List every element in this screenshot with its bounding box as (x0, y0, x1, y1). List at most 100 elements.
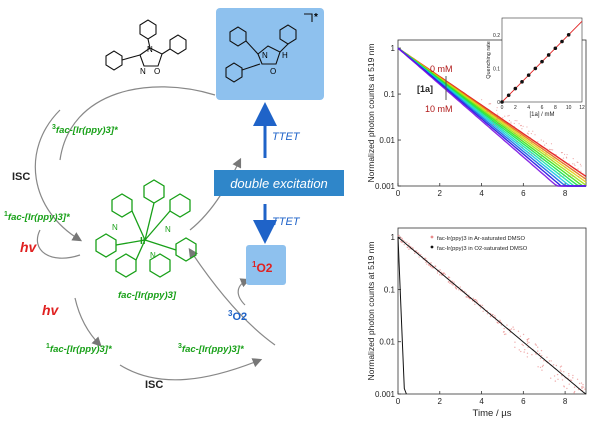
ar-noise-point (408, 243, 409, 244)
ar-noise-point (451, 284, 452, 285)
noise-point (497, 113, 498, 114)
ir-atom-label: Ir (140, 236, 147, 247)
ar-noise-point (453, 281, 454, 282)
inset-x-tick-label: 4 (527, 105, 530, 111)
x-tick-label: 0 (396, 189, 401, 198)
noise-point (498, 117, 499, 118)
ar-noise-point (579, 383, 580, 384)
x-tick-label: 0 (396, 397, 401, 406)
singlet-bottom-label: 1fac-[Ir(ppy)3]* (46, 343, 113, 355)
noise-point (488, 126, 489, 127)
y-tick-label: 0.1 (384, 90, 396, 99)
ar-noise-point (535, 353, 536, 354)
isc-left-label: ISC (12, 171, 30, 183)
ar-noise-point (562, 379, 563, 380)
ar-noise-point (546, 357, 547, 358)
ar-noise-point (520, 336, 521, 337)
ar-noise-point (523, 334, 524, 335)
legend-marker (431, 236, 434, 239)
ar-noise-point (541, 355, 542, 356)
ar-noise-point (448, 281, 449, 282)
noise-point (507, 115, 508, 116)
inset-point (507, 93, 511, 97)
noise-point (545, 154, 546, 155)
y-tick-label: 1 (391, 233, 396, 242)
ar-noise-point (557, 374, 558, 375)
ar-noise-point (514, 342, 515, 343)
inset-point (567, 33, 571, 37)
cycle-arc-singlet (37, 230, 80, 258)
ar-noise-point (581, 386, 582, 387)
ar-noise-point (527, 339, 528, 340)
inset-point (560, 40, 564, 44)
noise-point (534, 155, 535, 156)
noise-point (515, 120, 516, 121)
noise-point (550, 149, 551, 150)
inset-y-tick-label: 0.1 (493, 66, 500, 72)
oxadiazole-o-label: O (154, 67, 160, 76)
ar-noise-point (523, 351, 524, 352)
ar-noise-point (583, 386, 584, 387)
isc-bottom-label: ISC (145, 379, 163, 391)
annotation-10mm: 10 mM (425, 104, 453, 114)
ar-noise-point (455, 286, 456, 287)
ar-noise-point (398, 235, 399, 236)
ar-noise-point (404, 244, 405, 245)
ir-n-label-1: N (112, 223, 118, 232)
ar-noise-point (574, 387, 575, 388)
x-tick-label: 4 (479, 397, 484, 406)
ar-noise-point (431, 267, 432, 268)
ar-noise-point (541, 369, 542, 370)
ar-noise-point (531, 354, 532, 355)
noise-point (540, 160, 541, 161)
inset-point (554, 46, 558, 50)
ar-noise-point (400, 241, 401, 242)
x-tick-label: 6 (521, 397, 526, 406)
ar-noise-point (474, 304, 475, 305)
noise-point (573, 158, 574, 159)
ar-noise-point (460, 286, 461, 287)
noise-point (521, 128, 522, 129)
oxadiazole-n-label: N (147, 45, 153, 54)
noise-point (541, 139, 542, 140)
noise-point (488, 103, 489, 104)
noise-point (528, 152, 529, 153)
noise-point (531, 150, 532, 151)
decay-chart-quenching: 0246810.10.010.001Normalized photon coun… (366, 18, 586, 198)
ar-noise-point (506, 324, 507, 325)
ar-noise-point (539, 353, 540, 354)
ar-noise-point (518, 331, 519, 332)
decay-series-line (398, 237, 586, 394)
ar-noise-point (430, 262, 431, 263)
ar-noise-point (434, 265, 435, 266)
ar-noise-point (523, 345, 524, 346)
noise-point (493, 124, 494, 125)
ar-noise-point (466, 296, 467, 297)
noise-point (510, 123, 511, 124)
noise-point (567, 163, 568, 164)
ar-noise-point (464, 291, 465, 292)
noise-point (543, 159, 544, 160)
excited-product-box (216, 8, 324, 100)
inset-point (534, 67, 538, 71)
ar-noise-point (527, 353, 528, 354)
noise-point (516, 120, 517, 121)
noise-point (534, 134, 535, 135)
ar-noise-point (560, 371, 561, 372)
ar-noise-point (537, 366, 538, 367)
ppy-ring-5 (116, 254, 136, 277)
ar-noise-point (407, 246, 408, 247)
noise-point (528, 131, 529, 132)
ar-noise-point (401, 238, 402, 239)
ar-noise-point (560, 369, 561, 370)
ar-noise-point (542, 366, 543, 367)
ar-noise-point (566, 388, 567, 389)
noise-point (527, 133, 528, 134)
noise-point (495, 124, 496, 125)
y-tick-label: 0.01 (379, 338, 395, 347)
singlet-left-label: 1fac-[Ir(ppy)3]* (4, 211, 71, 223)
y-tick-label: 0.01 (379, 136, 395, 145)
noise-point (532, 131, 533, 132)
ar-noise-point (553, 364, 554, 365)
noise-point (514, 123, 515, 124)
